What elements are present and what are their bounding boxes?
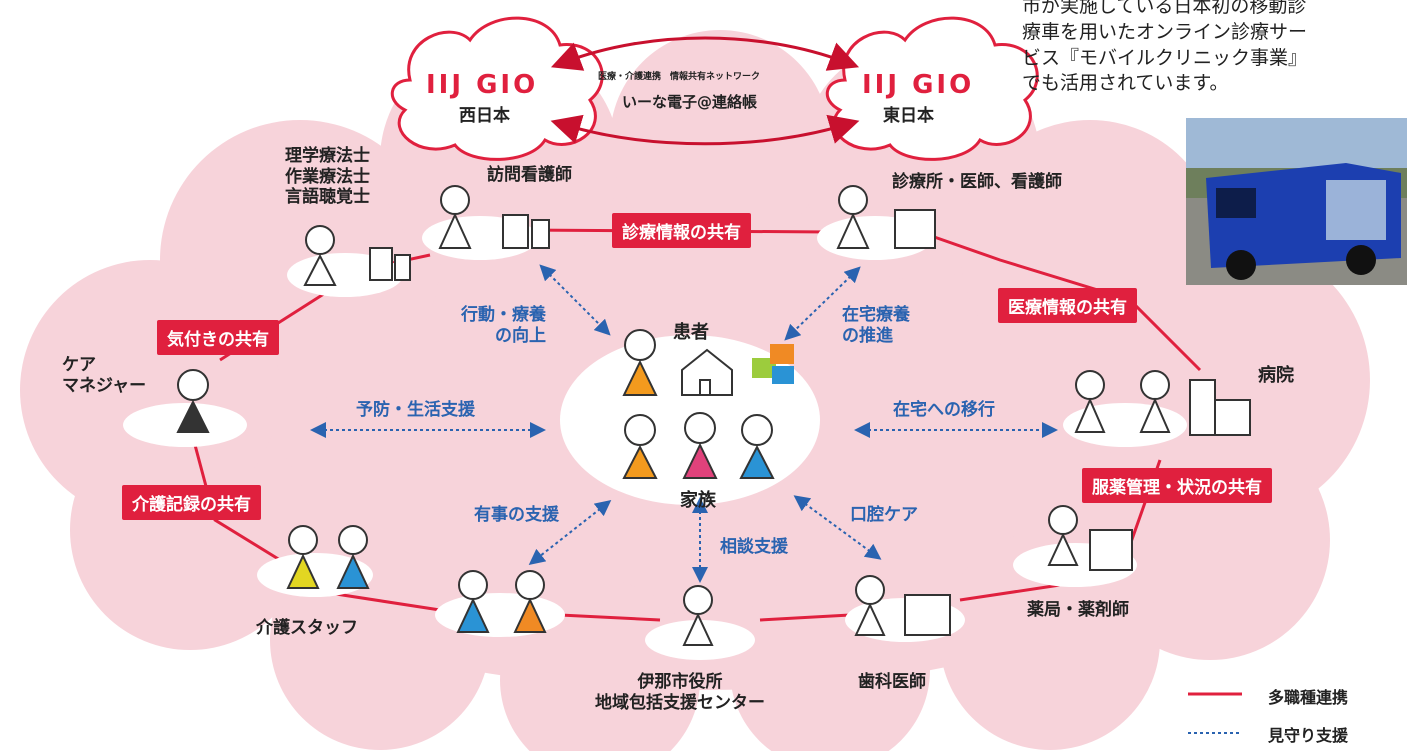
support-behavior-label: 行動・療養 の向上: [461, 305, 546, 347]
tag-medical-info-share: 医療情報の共有: [998, 288, 1137, 323]
support-consult-label: 相談支援: [720, 537, 788, 557]
network-subtitle: 医療・介護連携 情報共有ネットワーク: [598, 72, 761, 82]
visiting-nurse-label: 訪問看護師: [487, 165, 572, 185]
building-icons: [369, 209, 1251, 636]
therapists-label: 理学療法士 作業療法士 言語聴覚士: [285, 146, 370, 208]
west-japan-label: 西日本: [459, 106, 510, 126]
note-line: 療車を用いたオンライン診療サー: [1022, 20, 1308, 43]
patient-label: 患者: [673, 322, 709, 343]
east-japan-label: 東日本: [883, 106, 934, 126]
note-line: 市が実施している日本初の移動診: [1022, 0, 1307, 17]
note-line: でも活用されています。: [1022, 72, 1229, 95]
clinic-label: 診療所・医師、看護師: [892, 172, 1062, 192]
legend-solid: 多職種連携: [1268, 684, 1348, 708]
person-figures: [176, 185, 1171, 646]
care-manager-label: ケア マネジャー: [62, 355, 147, 397]
tag-awareness-share: 気付きの共有: [157, 320, 279, 355]
dentist-label: 歯科医師: [858, 672, 926, 692]
tag-medication-share: 服薬管理・状況の共有: [1082, 468, 1272, 503]
mobile-clinic-note: 市が実施している日本初の移動診 療車を用いたオンライン診療サー ビス『モバイルク…: [1022, 0, 1407, 97]
support-home-care-label: 在宅療養 の推進: [842, 305, 910, 347]
tag-care-record-share: 介護記録の共有: [122, 485, 261, 520]
iij-gio-west-logo: IIJ GIO: [426, 70, 539, 100]
pharmacy-label: 薬局・薬剤師: [1027, 600, 1129, 620]
chat-bubbles-icon: [752, 344, 794, 384]
legend-solid-label: 多職種連携: [1268, 688, 1349, 707]
house-icon: [681, 348, 733, 396]
support-prevention-label: 予防・生活支援: [356, 400, 475, 420]
legend-dotted: 見守り支援: [1268, 722, 1348, 746]
support-arrows: [310, 264, 1058, 583]
support-oral-label: 口腔ケア: [850, 505, 918, 525]
hospital-label: 病院: [1258, 365, 1294, 386]
cloud-outlines: [391, 16, 1039, 161]
support-home-transition-label: 在宅への移行: [893, 400, 995, 420]
mobile-clinic-photo: [1186, 118, 1407, 285]
note-line: ビス『モバイルクリニック事業』: [1022, 46, 1308, 69]
tag-medical-care-share: 診療情報の共有: [612, 213, 751, 248]
network-name: いーな電子@連絡帳: [622, 93, 758, 111]
city-office-label: 伊那市役所 地域包括支援センター: [595, 672, 765, 714]
iij-gio-east-logo: IIJ GIO: [862, 70, 975, 100]
legend-dotted-label: 見守り支援: [1268, 726, 1349, 745]
care-staff-label: 介護スタッフ: [256, 618, 358, 638]
family-label: 家族: [680, 490, 716, 511]
support-emergency-label: 有事の支援: [474, 505, 559, 525]
